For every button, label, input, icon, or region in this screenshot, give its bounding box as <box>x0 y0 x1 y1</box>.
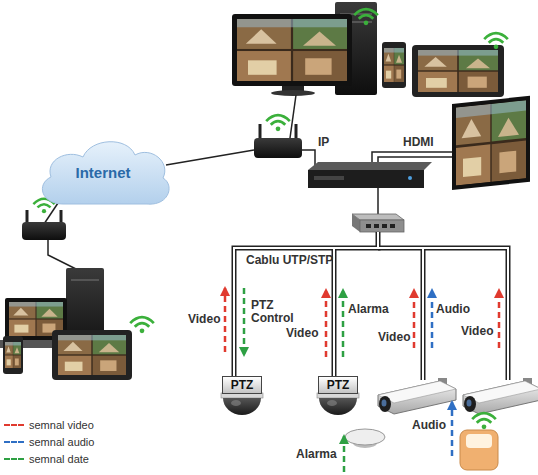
node-text: Internet <box>75 164 130 181</box>
wifi-symbol <box>354 9 378 25</box>
switch <box>352 214 404 220</box>
wifi-symbol <box>266 115 290 131</box>
router <box>22 222 66 240</box>
ptz-camera <box>317 393 359 415</box>
siren <box>460 430 498 470</box>
legend-swatch <box>4 424 24 426</box>
legend-swatch <box>4 458 24 460</box>
legend-text: semnal video <box>29 419 94 431</box>
box-camera <box>463 378 538 414</box>
utp-cable <box>234 232 508 380</box>
signal-label: Video <box>461 325 493 338</box>
signal-label: Audio <box>412 419 446 432</box>
signal-label: Alarma <box>296 448 337 461</box>
node-text: PTZ <box>231 378 254 392</box>
connection-label: IP <box>318 136 329 149</box>
cable-label: Cablu UTP/STP <box>246 254 333 267</box>
tablet <box>52 330 132 380</box>
node-text: PTZ <box>327 378 350 392</box>
phone <box>382 42 406 88</box>
wifi-symbol <box>484 33 508 49</box>
tablet <box>412 45 504 97</box>
legend-swatch <box>4 441 24 443</box>
monitor <box>232 14 352 86</box>
nvr <box>308 162 432 170</box>
box-camera <box>378 378 456 414</box>
wifi-symbol <box>472 413 496 429</box>
legend-text: semnal date <box>29 453 89 465</box>
signal-label: Video <box>378 331 410 344</box>
tv <box>452 96 530 190</box>
signal-label: PTZ Control <box>251 299 303 325</box>
signal-arrows <box>225 288 499 472</box>
ptz-camera <box>221 393 263 415</box>
legend-entry: semnal date <box>4 453 89 465</box>
ptz-tag: PTZ <box>222 376 262 394</box>
connection-label: HDMI <box>403 136 434 149</box>
legend-entry: semnal audio <box>4 436 94 448</box>
signal-label: Video <box>286 327 318 340</box>
signal-label: Alarma <box>348 303 389 316</box>
internet-cloud: Internet <box>33 132 173 212</box>
router <box>254 138 302 158</box>
signal-label: Audio <box>436 303 470 316</box>
phone <box>3 336 23 374</box>
wifi-symbol <box>130 317 154 333</box>
legend-text: semnal audio <box>29 436 94 448</box>
signal-label: Video <box>188 313 220 326</box>
legend-entry: semnal video <box>4 419 94 431</box>
ptz-tag: PTZ <box>318 376 358 394</box>
